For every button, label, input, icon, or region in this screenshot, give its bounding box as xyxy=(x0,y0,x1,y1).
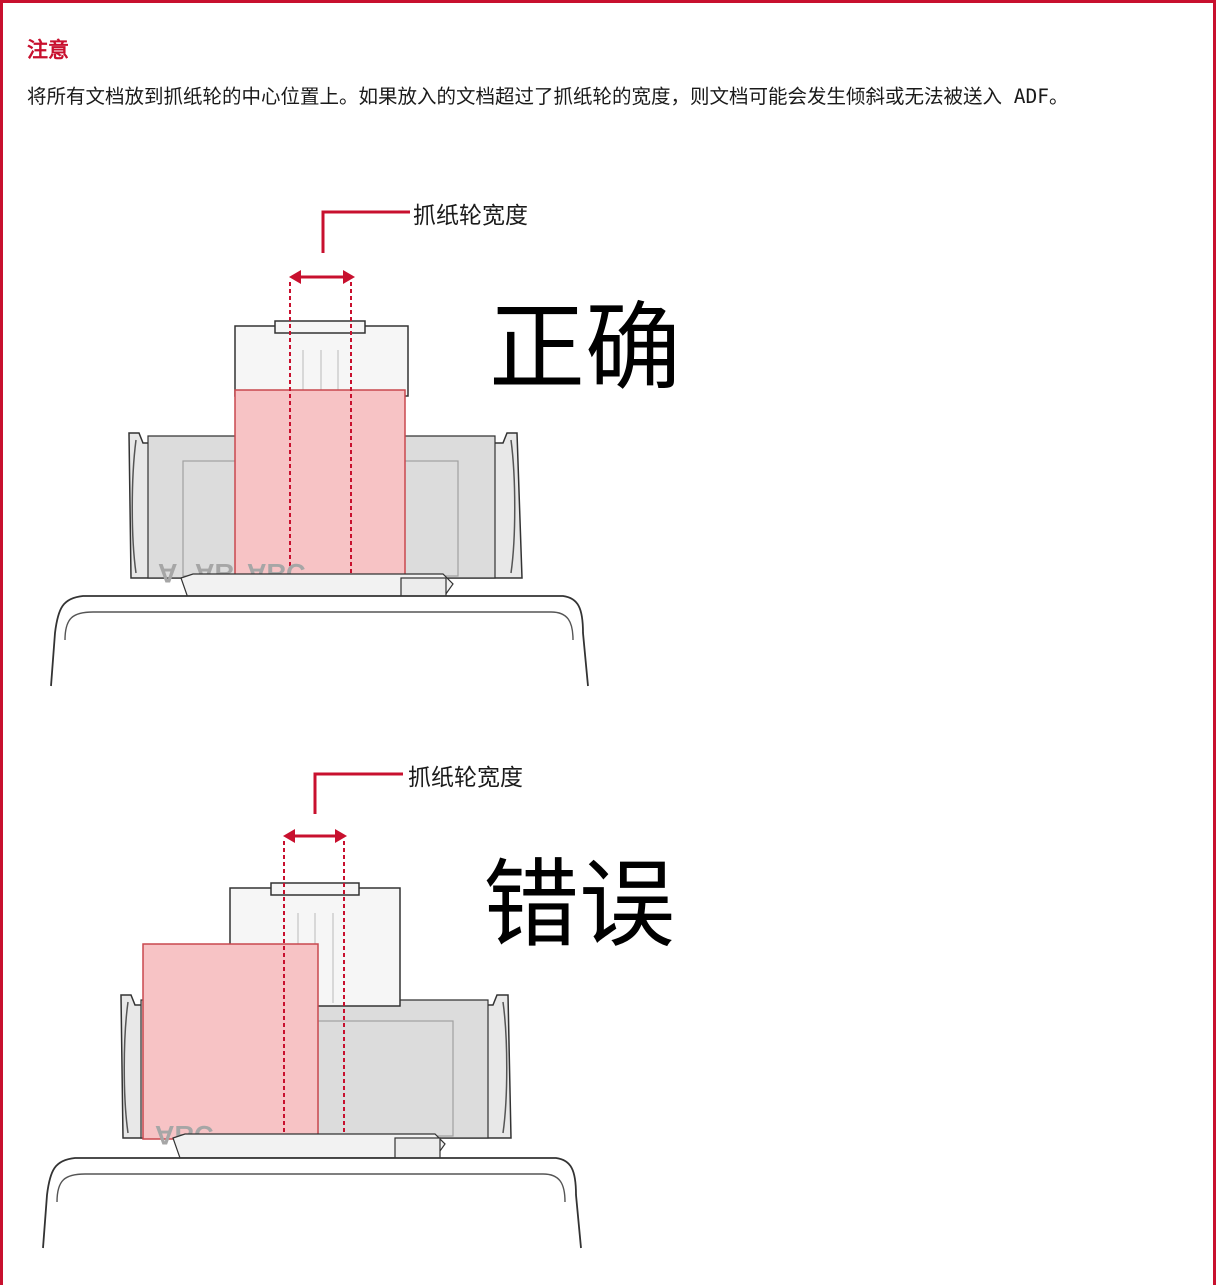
document-mark: A xyxy=(158,558,178,588)
scanner-front-tray xyxy=(42,1157,582,1249)
correct-placement-figure: 抓纸轮宽度 A AB xyxy=(3,178,723,708)
verdict-correct-label: 正确 xyxy=(489,292,681,404)
scanner-front-tray xyxy=(50,595,589,687)
roller-width-label: 抓纸轮宽度 xyxy=(413,203,528,229)
roller-callout-line xyxy=(313,772,403,814)
verdict-wrong-label: 错误 xyxy=(483,849,675,961)
correct-placement-illustration: 抓纸轮宽度 A AB xyxy=(50,203,681,687)
note-title: 注意 xyxy=(27,38,69,62)
arrow-head-right xyxy=(335,829,347,843)
wrong-placement-illustration: 抓纸轮宽度 ABC xyxy=(42,765,675,1249)
note-body: 将所有文档放到抓纸轮的中心位置上。如果放入的文档超过了抓纸轮的宽度，则文档可能会… xyxy=(27,85,1069,108)
document-sheet xyxy=(142,943,319,1140)
arrow-head-left xyxy=(283,829,295,843)
wrong-placement-figure: 抓纸轮宽度 ABC xyxy=(3,738,723,1268)
arrow-head-left xyxy=(289,270,301,284)
document-sheet xyxy=(234,389,406,581)
arrow-head-right xyxy=(343,270,355,284)
roller-width-label: 抓纸轮宽度 xyxy=(408,765,523,791)
roller-callout-line xyxy=(321,210,410,253)
